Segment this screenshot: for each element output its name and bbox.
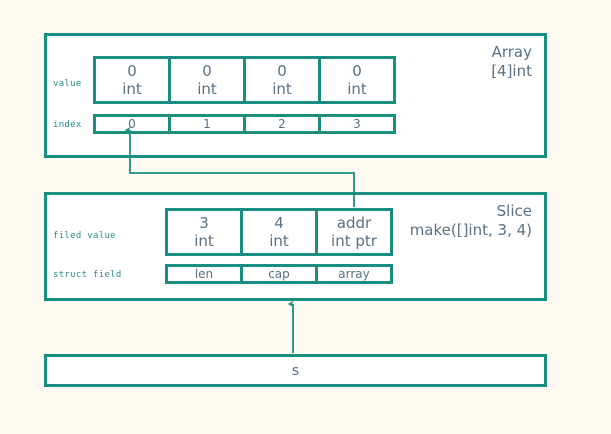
- array-index-cell-1: 1: [168, 114, 246, 134]
- array-index-cell-0: 0: [93, 114, 171, 134]
- array-value-strip: 0 int 0 int 0 int 0 int: [93, 56, 396, 104]
- array-index-cell-3: 3: [318, 114, 396, 134]
- array-value-cell-0: 0 int: [93, 56, 171, 104]
- array-index-cell-2: 2: [243, 114, 321, 134]
- array-value-cell-2: 0 int: [243, 56, 321, 104]
- array-value-cell-1-type: int: [197, 80, 217, 98]
- array-index-strip: 0 1 2 3: [93, 114, 396, 134]
- array-title: Array [4]int: [491, 43, 532, 81]
- slice-value-cell-len: 3 int: [165, 208, 243, 256]
- slice-value-cell-array-type: int ptr: [331, 232, 377, 250]
- array-value-row-label: value: [53, 79, 82, 89]
- array-value-cell-3-value: 0: [352, 62, 362, 80]
- array-title-line2: [4]int: [491, 62, 532, 80]
- slice-field-cell-array: array: [315, 264, 393, 284]
- slice-value-cell-cap-type: int: [269, 232, 289, 250]
- slice-value-cell-cap: 4 int: [240, 208, 318, 256]
- slice-value-cell-array: addr int ptr: [315, 208, 393, 256]
- array-value-cell-2-type: int: [272, 80, 292, 98]
- array-value-cell-0-value: 0: [127, 62, 137, 80]
- slice-value-cell-len-type: int: [194, 232, 214, 250]
- slice-value-cell-len-value: 3: [199, 214, 209, 232]
- array-index-row-label: index: [53, 120, 82, 130]
- slice-value-cell-array-value: addr: [336, 214, 372, 232]
- slice-field-cell-cap: cap: [240, 264, 318, 284]
- variable-label: s: [291, 362, 300, 379]
- array-title-line1: Array: [491, 43, 532, 61]
- slice-title-line2: make([]int, 3, 4): [409, 221, 532, 239]
- variable-group-box: s: [44, 354, 547, 387]
- array-value-cell-1-value: 0: [202, 62, 212, 80]
- array-value-cell-3: 0 int: [318, 56, 396, 104]
- slice-title: Slice make([]int, 3, 4): [410, 202, 532, 240]
- slice-field-row-label: struct field: [53, 270, 122, 280]
- array-value-cell-1: 0 int: [168, 56, 246, 104]
- slice-field-strip: len cap array: [165, 264, 393, 284]
- slice-value-cell-cap-value: 4: [274, 214, 284, 232]
- slice-value-strip: 3 int 4 int addr int ptr: [165, 208, 393, 256]
- slice-title-line1: Slice: [496, 202, 532, 220]
- array-value-cell-2-value: 0: [277, 62, 287, 80]
- array-value-cell-3-type: int: [347, 80, 367, 98]
- slice-value-row-label: filed value: [53, 231, 116, 241]
- slice-field-cell-len: len: [165, 264, 243, 284]
- array-value-cell-0-type: int: [122, 80, 142, 98]
